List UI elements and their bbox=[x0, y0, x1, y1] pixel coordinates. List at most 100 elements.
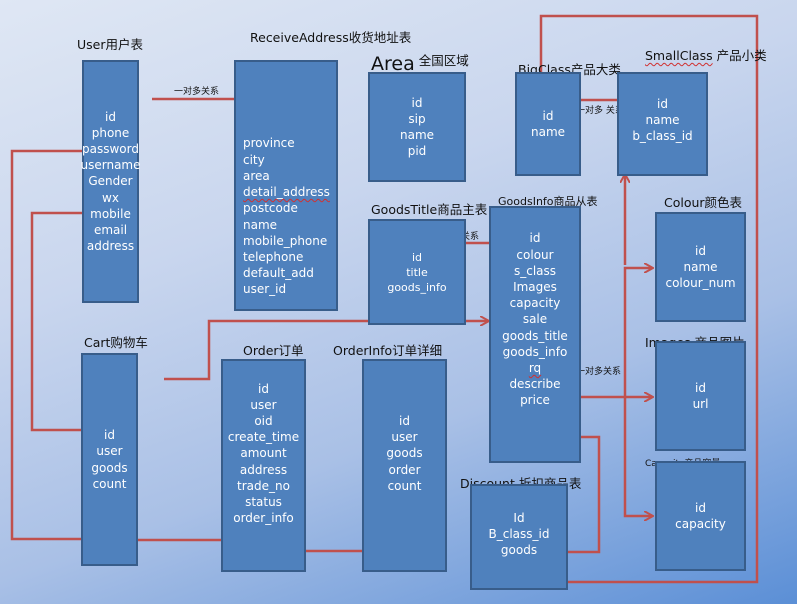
field: address bbox=[86, 239, 135, 254]
field: status bbox=[245, 495, 282, 509]
smallclass-table[interactable]: id name b_class_id bbox=[617, 72, 708, 176]
orderinfo-fields: id user goods order count bbox=[364, 413, 445, 494]
order-table-title: Order订单 bbox=[243, 343, 304, 358]
field: id bbox=[411, 250, 423, 264]
bigclass-title-sub: 产品大类 bbox=[570, 62, 621, 77]
receive-address-table-title: ReceiveAddress收货地址表 bbox=[250, 30, 412, 45]
field: id bbox=[258, 381, 269, 396]
field: url bbox=[692, 397, 709, 411]
area-table[interactable]: id sip name pid bbox=[368, 72, 466, 182]
field: Gender bbox=[88, 174, 133, 189]
field: name bbox=[645, 112, 680, 127]
area-title-main: Area bbox=[371, 53, 415, 75]
field: goods bbox=[500, 543, 538, 558]
goodsinfo-table[interactable]: id colour s_class Images capacity sale g… bbox=[489, 206, 581, 463]
field: title bbox=[406, 265, 428, 279]
field: goods_title bbox=[502, 328, 568, 343]
field: address bbox=[239, 462, 288, 477]
field: name bbox=[683, 259, 718, 274]
field: user bbox=[391, 430, 418, 445]
field: name bbox=[530, 125, 566, 139]
field: capacity bbox=[509, 296, 561, 311]
field: b_class_id bbox=[632, 129, 693, 144]
cart-table-title: Cart购物车 bbox=[84, 335, 148, 350]
field: s_class bbox=[513, 263, 557, 278]
field: goods_info bbox=[387, 280, 447, 294]
field: area bbox=[243, 168, 270, 183]
discount-table[interactable]: Id B_class_id goods bbox=[470, 484, 568, 590]
smallclass-title-main: SmallClass bbox=[645, 48, 713, 63]
colour-table-title: Colour颜色表 bbox=[664, 195, 743, 210]
cart-table[interactable]: id user goods count bbox=[81, 353, 138, 566]
smallclass-table-title: SmallClass 产品小类 bbox=[645, 45, 767, 64]
field: id bbox=[695, 500, 706, 515]
relationship-label: 一对多 关系 bbox=[576, 106, 624, 116]
field: wx bbox=[102, 190, 119, 205]
goodstitle-fields: id title goods_info bbox=[370, 250, 464, 295]
field: phone bbox=[91, 125, 130, 140]
goodsinfo-fields: id colour s_class Images capacity sale g… bbox=[491, 230, 579, 408]
order-table[interactable]: id user oid create_time amount address t… bbox=[221, 359, 306, 572]
relationship-label: 一对多关系 bbox=[576, 367, 622, 377]
field: goods bbox=[91, 460, 128, 475]
goodstitle-table[interactable]: id title goods_info bbox=[368, 219, 466, 325]
user-fields: id phone password username Gender wx mob… bbox=[81, 109, 141, 255]
field: name bbox=[243, 217, 278, 232]
field: oid bbox=[254, 413, 273, 428]
field: order bbox=[388, 462, 421, 477]
field: telephone bbox=[243, 249, 304, 264]
field: user bbox=[250, 397, 277, 412]
field: id bbox=[695, 380, 706, 395]
field: goods bbox=[386, 446, 423, 461]
field: price bbox=[520, 393, 550, 408]
field: id bbox=[695, 243, 706, 258]
field: password bbox=[82, 141, 139, 156]
bigclass-table[interactable]: id name bbox=[515, 72, 581, 176]
field: count bbox=[92, 476, 127, 491]
field: detail_address bbox=[243, 185, 330, 200]
goodstitle-table-title: GoodsTitle商品主表 bbox=[371, 202, 488, 217]
field: trade_no bbox=[237, 478, 290, 493]
field: username bbox=[80, 158, 141, 173]
images-fields: id url bbox=[657, 380, 744, 412]
field: id bbox=[657, 96, 668, 111]
field: Id bbox=[513, 510, 525, 525]
goodsinfo-table-title: GoodsInfo商品从表 bbox=[498, 195, 598, 208]
receive-address-table[interactable]: province city area detail_address postco… bbox=[234, 60, 338, 311]
field: id bbox=[105, 109, 116, 124]
area-fields: id sip name pid bbox=[370, 95, 464, 160]
capacity-fields: id capacity bbox=[657, 500, 744, 532]
field: user bbox=[96, 444, 123, 459]
field: sale bbox=[522, 312, 548, 327]
capacity-table[interactable]: id capacity bbox=[655, 461, 746, 571]
cart-fields: id user goods count bbox=[83, 427, 136, 492]
field: goods_info bbox=[502, 344, 568, 359]
discount-fields: Id B_class_id goods bbox=[472, 510, 566, 559]
field: colour bbox=[516, 247, 554, 262]
field: id bbox=[104, 428, 115, 443]
images-table[interactable]: id url bbox=[655, 341, 746, 451]
area-title-sub: 全国区域 bbox=[418, 53, 469, 68]
field: id bbox=[399, 413, 410, 428]
relationship-label: 一对多关系 bbox=[174, 87, 220, 97]
field: Images bbox=[513, 279, 557, 294]
colour-table[interactable]: id name colour_num bbox=[655, 212, 746, 322]
smallclass-fields: id name b_class_id bbox=[619, 96, 706, 145]
field: count bbox=[387, 478, 422, 493]
order-fields: id user oid create_time amount address t… bbox=[223, 381, 304, 527]
orderinfo-table[interactable]: id user goods order count bbox=[362, 359, 447, 572]
user-table-title: User用户表 bbox=[77, 37, 143, 52]
bigclass-fields: id name bbox=[517, 108, 579, 140]
field: describe bbox=[509, 377, 561, 392]
connector-goodsinfo-to-colour bbox=[576, 268, 652, 399]
field: sip bbox=[408, 111, 426, 126]
area-table-title: Area 全国区域 bbox=[371, 53, 469, 75]
field: order_info bbox=[233, 511, 294, 526]
field: province bbox=[243, 136, 295, 151]
field: amount bbox=[240, 446, 287, 461]
user-table[interactable]: id phone password username Gender wx mob… bbox=[81, 60, 141, 303]
field: default_add bbox=[243, 266, 314, 281]
field: B_class_id bbox=[488, 526, 550, 541]
field: capacity bbox=[675, 517, 726, 531]
field: city bbox=[243, 152, 265, 167]
